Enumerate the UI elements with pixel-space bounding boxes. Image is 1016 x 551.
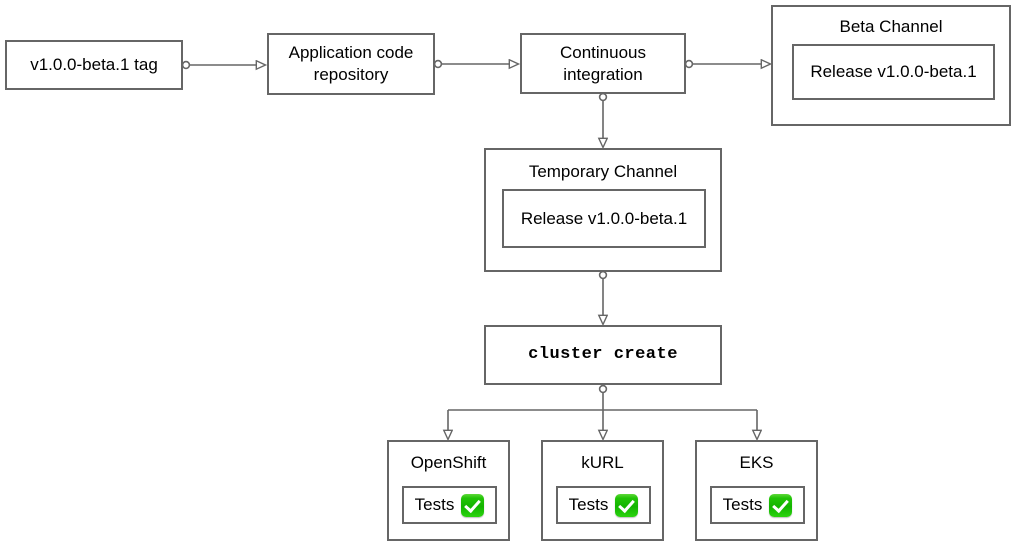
check-green-icon [461, 493, 485, 517]
node-temporary-channel[interactable]: Temporary Channel Release v1.0.0-beta.1 [484, 148, 722, 272]
edge-temporary-channel-to-cluster-create [600, 270, 607, 324]
node-tag-label: v1.0.0-beta.1 tag [30, 55, 158, 75]
temporary-channel-release-label: Release v1.0.0-beta.1 [520, 208, 688, 228]
check-green-icon [615, 493, 639, 517]
edge-ci-to-temporary-channel [600, 92, 607, 147]
target-openshift-tests-label: Tests [414, 495, 455, 515]
target-eks-tests-label: Tests [722, 495, 763, 515]
edge-ci-to-beta-channel [684, 61, 770, 68]
temporary-channel-release-box[interactable]: Release v1.0.0-beta.1 [502, 189, 706, 248]
node-target-kurl[interactable]: kURL Tests [541, 440, 664, 541]
check-green-icon [769, 493, 793, 517]
target-kurl-tests-label: Tests [568, 495, 609, 515]
node-continuous-integration[interactable]: Continuous integration [520, 33, 686, 94]
beta-channel-title: Beta Channel [839, 17, 943, 36]
target-kurl-title: kURL [581, 453, 624, 472]
node-cluster-create[interactable]: cluster create [484, 325, 722, 385]
beta-channel-release-box[interactable]: Release v1.0.0-beta.1 [792, 44, 995, 100]
node-continuous-integration-label: Continuous integration [559, 42, 646, 84]
node-target-openshift[interactable]: OpenShift Tests [387, 440, 510, 541]
target-eks-tests-box[interactable]: Tests [710, 486, 805, 524]
node-application-code-repository[interactable]: Application code repository [267, 33, 435, 95]
node-target-eks[interactable]: EKS Tests [695, 440, 818, 541]
edge-tag-to-repo [181, 62, 265, 69]
target-kurl-tests-box[interactable]: Tests [556, 486, 651, 524]
target-openshift-title: OpenShift [410, 453, 487, 472]
node-application-code-repository-label: Application code repository [288, 43, 414, 84]
target-eks-title: EKS [739, 453, 774, 472]
edge-repo-to-ci [433, 61, 518, 68]
temporary-channel-title: Temporary Channel [528, 162, 678, 181]
target-openshift-tests-box[interactable]: Tests [402, 486, 497, 524]
beta-channel-release-label: Release v1.0.0-beta.1 [810, 62, 977, 82]
node-beta-channel[interactable]: Beta Channel Release v1.0.0-beta.1 [771, 5, 1011, 126]
edge-cluster-create-to-targets [448, 384, 757, 439]
node-tag[interactable]: v1.0.0-beta.1 tag [5, 40, 183, 90]
node-cluster-create-label: cluster create [528, 345, 678, 365]
